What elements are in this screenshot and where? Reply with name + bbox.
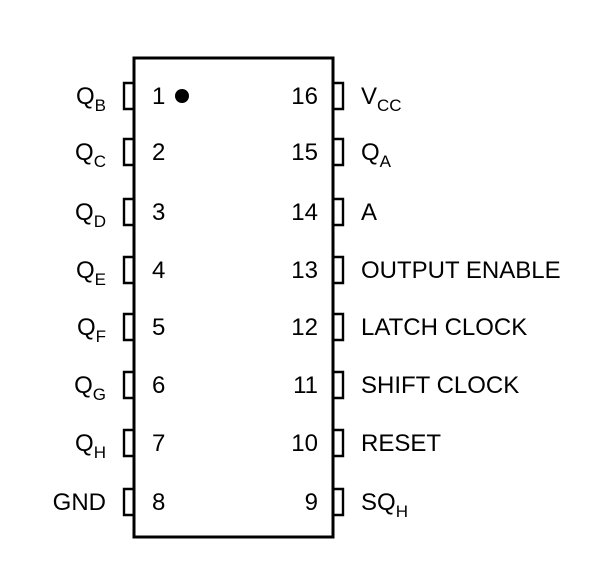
pin-7-number: 7 <box>152 430 165 457</box>
pin-15-lead <box>333 137 345 167</box>
pin-1-number: 1 <box>152 83 165 110</box>
pin-2-lead <box>122 137 134 167</box>
pin-9-label-subscript: H <box>396 502 408 521</box>
pin-10-number: 10 <box>291 430 318 457</box>
pin-10-label: RESET <box>361 430 441 457</box>
pin-9-number: 9 <box>305 489 318 516</box>
pin-14-number: 14 <box>291 199 318 226</box>
pin-12-label: LATCH CLOCK <box>361 314 527 341</box>
pin-16-label: VCC <box>361 83 402 115</box>
pin-6-label-subscript: G <box>93 385 106 404</box>
pin-12-lead <box>333 312 345 342</box>
pin-7-label-subscript: H <box>94 443 106 462</box>
pin-6-number: 6 <box>152 372 165 399</box>
pin-5-label-subscript: F <box>96 327 106 346</box>
pin-8-label: GND <box>53 489 106 516</box>
left-pin-column: 1 QB 2 QC 3 QD 4 QE 5 QF 6 QG 7 QH 8 GND <box>53 81 165 517</box>
pin-7-label: QH <box>75 430 106 462</box>
pin-3-lead <box>122 197 134 227</box>
pin-14-label: A <box>361 199 377 226</box>
pin-10-lead <box>333 428 345 458</box>
pin-1-label-subscript: B <box>95 96 106 115</box>
pin-13-label: OUTPUT ENABLE <box>361 257 561 284</box>
pin-4-label: QE <box>76 257 106 289</box>
pin-15-label-subscript: A <box>380 152 392 171</box>
pin-9-lead <box>333 487 345 517</box>
pin-5-number: 5 <box>152 314 165 341</box>
pin-16-lead <box>333 81 345 111</box>
pin-2-label-subscript: C <box>94 152 106 171</box>
pin-7-lead <box>122 428 134 458</box>
pin-14-lead <box>333 197 345 227</box>
pin-13-number: 13 <box>291 257 318 284</box>
pin1-marker-dot <box>175 89 189 103</box>
pin-4-lead <box>122 255 134 285</box>
pin-1-lead <box>122 81 134 111</box>
pin-11-label: SHIFT CLOCK <box>361 372 519 399</box>
pin-11-number: 11 <box>293 372 318 399</box>
pin-13-lead <box>333 255 345 285</box>
ic-package-body <box>132 56 335 539</box>
pin-16-number: 16 <box>291 83 318 110</box>
pin-8-number: 8 <box>152 489 165 516</box>
pin-2-label: QC <box>75 139 106 171</box>
pin-1-label: QB <box>76 83 106 115</box>
pin-3-number: 3 <box>152 199 165 226</box>
pin-11-lead <box>333 370 345 400</box>
pin-5-lead <box>122 312 134 342</box>
pin-16-label-subscript: CC <box>377 96 402 115</box>
pin-12-number: 12 <box>291 314 318 341</box>
pin-6-label: QG <box>74 372 106 404</box>
pin-15-label: QA <box>361 139 392 171</box>
pin-3-label-subscript: D <box>94 212 106 231</box>
pin-4-label-subscript: E <box>95 270 106 289</box>
pin-3-label: QD <box>75 199 106 231</box>
pin-4-number: 4 <box>152 257 165 284</box>
pin-2-number: 2 <box>152 139 165 166</box>
pin-8-lead <box>122 487 134 517</box>
pin-9-label: SQH <box>361 489 408 521</box>
pin-15-number: 15 <box>291 139 318 166</box>
pin-5-label: QF <box>77 314 106 346</box>
pin-6-lead <box>122 370 134 400</box>
